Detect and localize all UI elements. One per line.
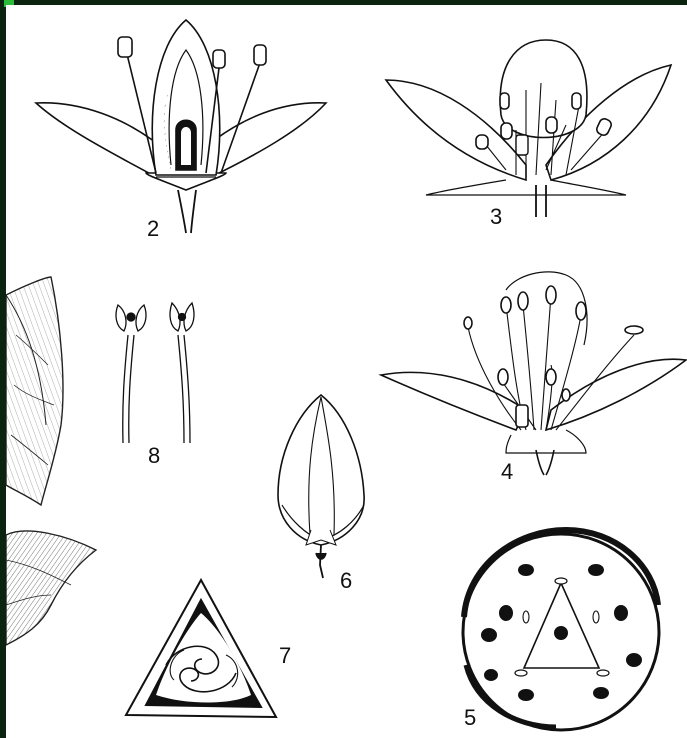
cross-section-figure-7 xyxy=(126,580,276,717)
flower-figure-3 xyxy=(386,40,671,217)
leaf-fragments xyxy=(6,277,96,645)
label-figure-3: 3 xyxy=(490,206,502,228)
flower-section-figure-2 xyxy=(36,20,326,233)
label-figure-6: 6 xyxy=(340,570,352,592)
illustration-plate: 2 3 4 5 6 7 8 xyxy=(6,5,687,738)
label-figure-2: 2 xyxy=(147,218,159,240)
label-figure-7: 7 xyxy=(279,645,291,667)
label-figure-8: 8 xyxy=(148,445,160,467)
label-figure-4: 4 xyxy=(501,461,513,483)
stamens-figure-8 xyxy=(116,303,194,443)
fruit-figure-6 xyxy=(278,395,364,578)
floral-diagram-figure-5 xyxy=(463,530,659,730)
botanical-drawing xyxy=(6,5,687,738)
flower-figure-4 xyxy=(381,272,686,475)
label-figure-5: 5 xyxy=(464,707,476,729)
